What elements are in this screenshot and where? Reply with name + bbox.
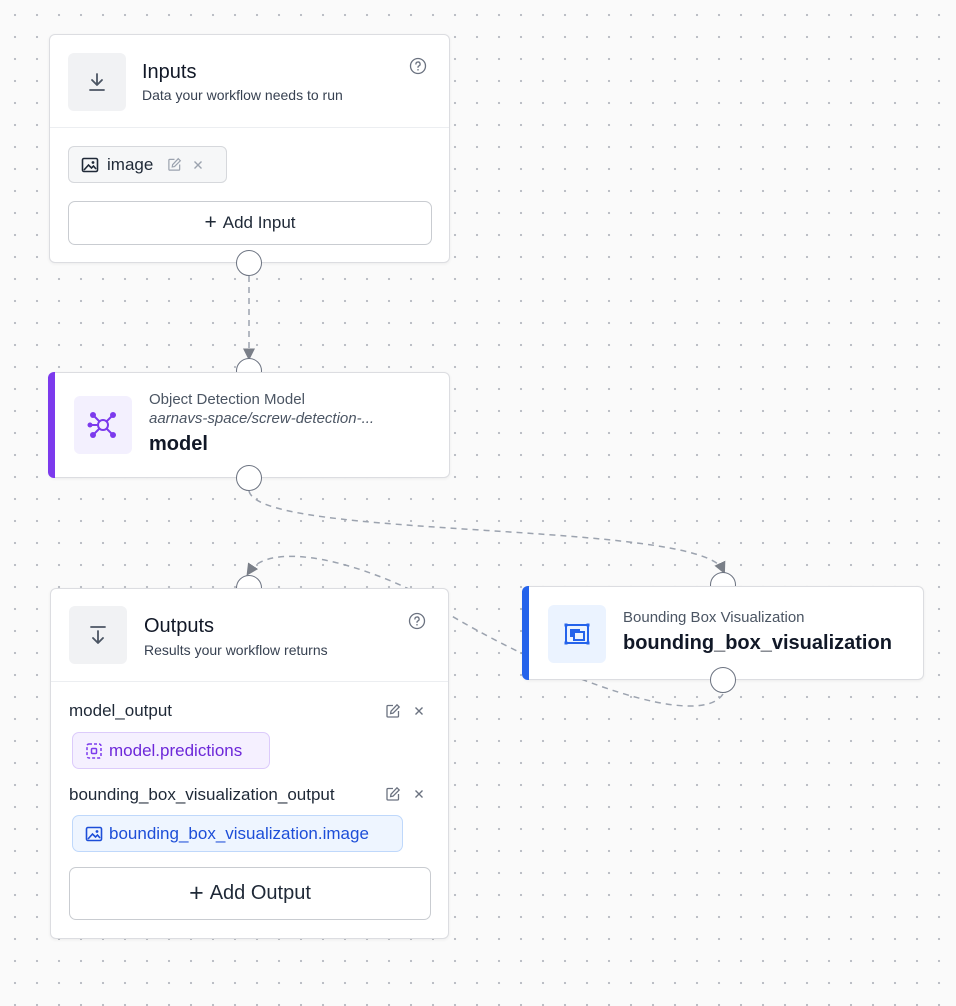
output-ref-label: model.predictions bbox=[109, 740, 243, 760]
help-icon[interactable] bbox=[409, 57, 427, 75]
input-chip-image[interactable]: image bbox=[68, 146, 227, 183]
image-icon bbox=[81, 157, 99, 172]
input-chip-label: image bbox=[107, 154, 154, 174]
model-output-handle[interactable] bbox=[236, 465, 262, 491]
add-output-button[interactable]: + Add Output bbox=[69, 867, 431, 920]
edit-icon[interactable] bbox=[385, 786, 401, 802]
inputs-output-handle[interactable] bbox=[236, 250, 262, 276]
viz-icon-box bbox=[548, 605, 606, 663]
add-output-label: Add Output bbox=[209, 882, 311, 904]
model-graph-icon bbox=[87, 412, 116, 438]
plus-icon: + bbox=[204, 211, 217, 234]
edit-icon[interactable] bbox=[167, 157, 182, 172]
detection-icon bbox=[86, 742, 102, 759]
download-icon bbox=[89, 73, 105, 91]
bounding-box-visualization-node[interactable]: Bounding Box Visualization bounding_box_… bbox=[522, 586, 924, 680]
outputs-icon-box bbox=[69, 606, 127, 664]
model-id: aarnavs-space/screw-detection-... bbox=[149, 410, 375, 427]
viz-name: bounding_box_visualization bbox=[623, 632, 892, 654]
outputs-divider bbox=[51, 681, 448, 682]
output-ref-visualization-image[interactable]: bounding_box_visualization.image bbox=[72, 815, 403, 852]
add-input-label: Add Input bbox=[222, 213, 296, 232]
plus-icon: + bbox=[189, 879, 204, 907]
output-ref-label: bounding_box_visualization.image bbox=[109, 823, 369, 843]
output-name-model: model_output bbox=[69, 701, 173, 720]
inputs-node[interactable]: Inputs Data your workflow needs to run i… bbox=[49, 34, 450, 263]
model-type-label: Object Detection Model bbox=[149, 391, 305, 408]
viz-type-label: Bounding Box Visualization bbox=[623, 609, 805, 626]
model-accent-bar bbox=[48, 372, 55, 478]
model-name: model bbox=[149, 433, 208, 455]
output-name-visualization: bounding_box_visualization_output bbox=[69, 785, 335, 804]
model-icon-box bbox=[74, 396, 132, 454]
model-node[interactable]: Object Detection Model aarnavs-space/scr… bbox=[48, 372, 450, 478]
viz-accent-bar bbox=[522, 586, 529, 680]
inputs-icon-box bbox=[68, 53, 126, 111]
inputs-title: Inputs bbox=[142, 61, 197, 83]
image-icon bbox=[85, 826, 103, 841]
inputs-subtitle: Data your workflow needs to run bbox=[142, 87, 343, 103]
viz-output-handle[interactable] bbox=[710, 667, 736, 693]
remove-icon[interactable] bbox=[413, 788, 425, 800]
add-input-button[interactable]: + Add Input bbox=[68, 201, 432, 245]
output-ref-model-predictions[interactable]: model.predictions bbox=[72, 732, 270, 769]
remove-icon[interactable] bbox=[413, 705, 425, 717]
outputs-subtitle: Results your workflow returns bbox=[144, 642, 328, 658]
outputs-title: Outputs bbox=[144, 615, 215, 637]
outputs-node[interactable]: Outputs Results your workflow returns mo… bbox=[50, 588, 449, 939]
bounding-box-icon bbox=[564, 623, 590, 645]
help-icon[interactable] bbox=[408, 612, 426, 630]
remove-icon[interactable] bbox=[192, 159, 204, 171]
edge-model-to-viz bbox=[248, 490, 726, 575]
output-arrow-icon bbox=[90, 626, 106, 644]
inputs-divider bbox=[50, 127, 449, 128]
edit-icon[interactable] bbox=[385, 703, 401, 719]
